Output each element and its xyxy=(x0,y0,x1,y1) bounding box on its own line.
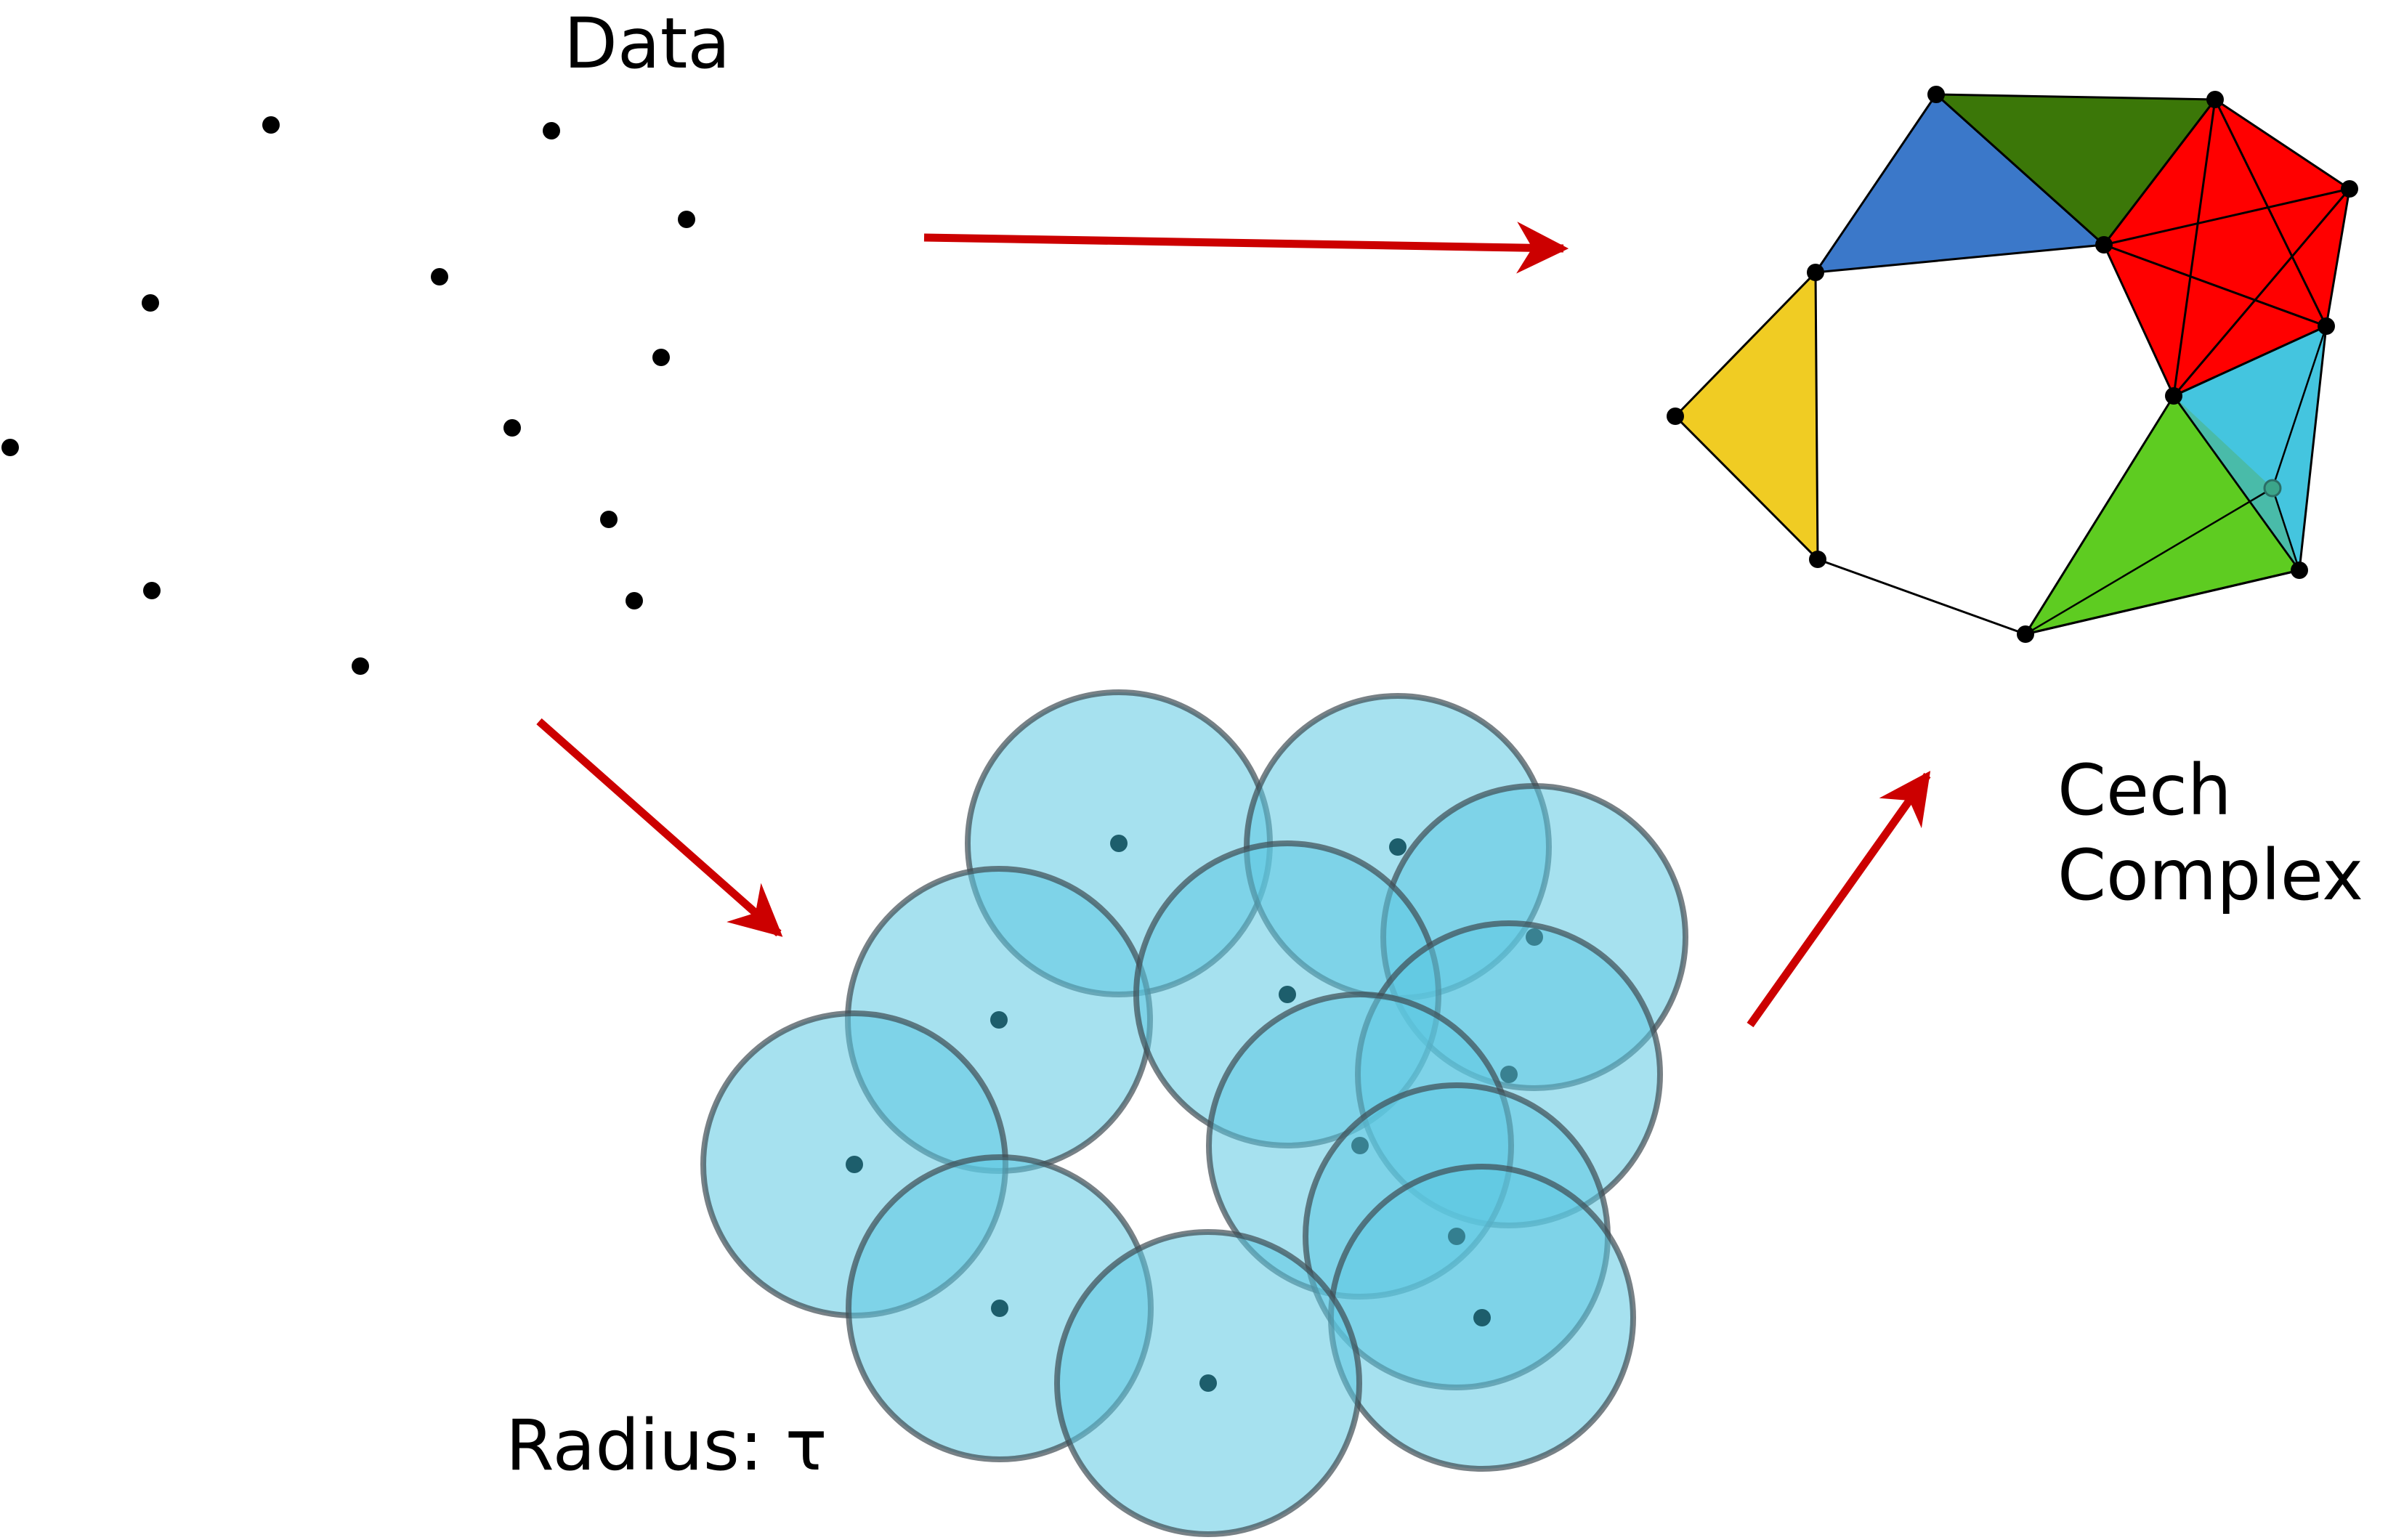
complex-vertex xyxy=(2341,180,2358,198)
ball-center xyxy=(1110,835,1128,852)
data-point xyxy=(431,268,448,285)
ball-center xyxy=(1279,986,1296,1003)
data-title: Data xyxy=(564,3,731,84)
ball-center xyxy=(1199,1374,1217,1392)
data-point-cloud xyxy=(1,116,695,675)
ball-center xyxy=(1500,1066,1518,1083)
ball-center xyxy=(1351,1137,1369,1154)
arrows xyxy=(536,222,1931,1028)
yellow-triangle xyxy=(1674,271,1819,561)
arrow-data-to-balls xyxy=(536,718,783,937)
data-point xyxy=(262,116,280,134)
data-point xyxy=(1,439,19,456)
complex-vertices xyxy=(1667,86,2358,643)
cech-title-line1: Cech xyxy=(2057,750,2232,831)
ball-center xyxy=(1526,928,1543,946)
complex-edges xyxy=(1817,558,2300,636)
edge xyxy=(1817,558,2026,636)
complex-vertex xyxy=(1667,408,1684,425)
complex-vertex xyxy=(1809,551,1826,568)
arrow-balls-to-complex xyxy=(1747,771,1931,1028)
data-point xyxy=(503,419,521,437)
data-point xyxy=(352,657,369,675)
data-point xyxy=(142,294,159,312)
complex-vertex xyxy=(1807,264,1824,281)
ball-center xyxy=(990,1011,1008,1029)
cyan-green-inner-edges xyxy=(2025,325,2328,636)
data-point xyxy=(626,592,643,609)
ball-center xyxy=(991,1300,1008,1317)
covering-balls xyxy=(700,689,1688,1537)
ball-center xyxy=(1473,1309,1491,1326)
complex-vertex xyxy=(1927,86,1945,103)
complex-vertex xyxy=(2291,562,2308,579)
complex-vertex xyxy=(2017,625,2034,643)
red-simplex xyxy=(2102,98,2351,397)
data-point xyxy=(143,582,161,599)
edge xyxy=(2025,569,2300,636)
radius-label: Radius: τ xyxy=(506,1405,827,1486)
complex-vertex xyxy=(2206,91,2224,108)
complex-vertex xyxy=(2318,317,2335,335)
data-point xyxy=(600,511,618,528)
red-simplex-inner-edges xyxy=(2103,99,2351,397)
complex-vertex-hidden xyxy=(2263,479,2282,498)
data-point xyxy=(678,211,695,228)
arrow-data-to-complex xyxy=(923,222,1569,274)
ball-centers xyxy=(846,835,1543,1392)
cech-complex-title: Cech Complex xyxy=(2057,748,2363,918)
complex-vertex xyxy=(2165,387,2182,405)
complex-vertex xyxy=(2095,236,2113,254)
ball-center xyxy=(1448,1228,1465,1245)
ball-center xyxy=(1389,838,1407,856)
cech-title-line2: Complex xyxy=(2057,835,2364,917)
data-point xyxy=(652,349,670,366)
data-point xyxy=(543,122,560,139)
cech-complex xyxy=(1667,86,2358,643)
ball-center xyxy=(846,1156,863,1173)
